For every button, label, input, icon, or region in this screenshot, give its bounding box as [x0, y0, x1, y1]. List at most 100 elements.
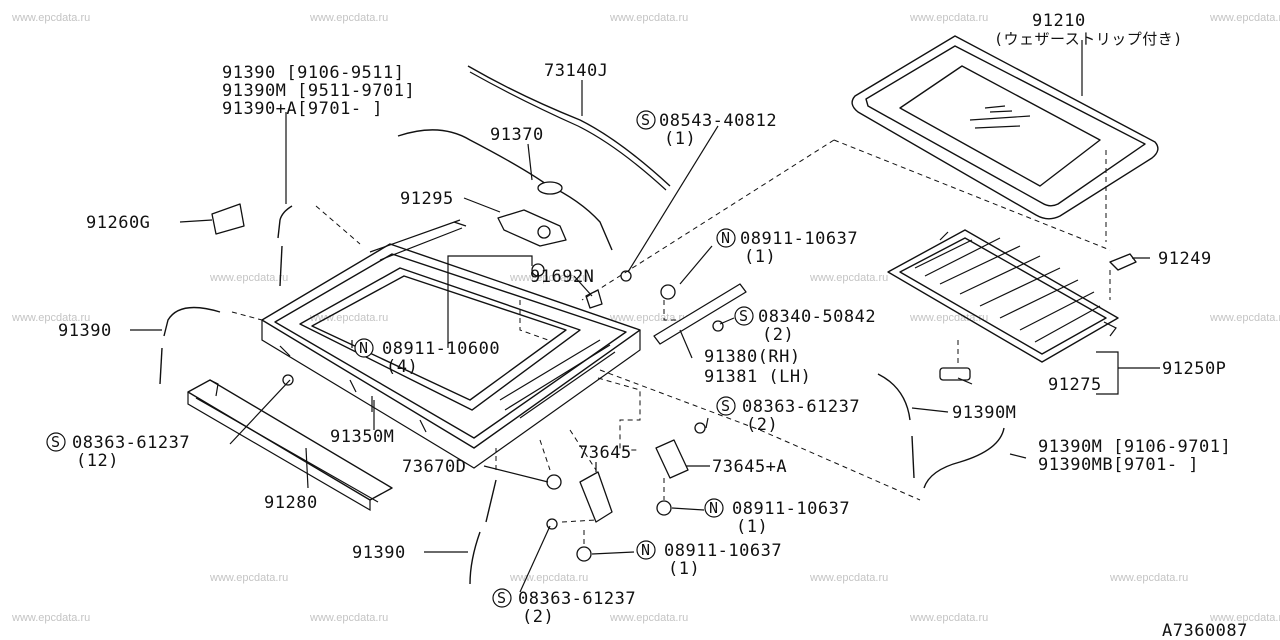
watermark: www.epcdata.ru — [609, 312, 688, 324]
nut-marker-icon — [704, 498, 724, 518]
screw-marker-icon — [492, 588, 512, 608]
watermark: www.epcdata.ru — [1209, 312, 1280, 324]
nut-marker-icon — [354, 338, 374, 358]
label-08363-c: 08363-61237 — [518, 589, 636, 609]
label-08363-b: 08363-61237 — [742, 397, 860, 417]
watermark: www.epcdata.ru — [309, 12, 388, 24]
rail-91280 — [187, 379, 393, 512]
glass-lid-91210 — [851, 35, 1159, 220]
guide-rail-91380 — [653, 283, 747, 345]
screw — [620, 270, 632, 282]
label-91390-a2: 91390M [9511-9701] — [222, 81, 415, 101]
label-91275: 91275 — [1048, 375, 1102, 395]
label-91249: 91249 — [1158, 249, 1212, 269]
watermarks: www.epcdata.ru www.epcdata.ru www.epcdat… — [11, 12, 1280, 624]
nut — [656, 500, 672, 516]
label-08911-d: 08911-10637 — [664, 541, 782, 561]
label-08911-c-qty: (1) — [736, 517, 768, 537]
label-08363-a: 08363-61237 — [72, 433, 190, 453]
label-91370: 91370 — [490, 125, 544, 145]
label-91390-b: 91390 — [58, 321, 112, 341]
part-labels: 91210 (ウェザーストリップ付き) 91390 [9106-9511] 91… — [46, 11, 1248, 640]
watermark: www.epcdata.ru — [11, 612, 90, 624]
label-91380: 91380(RH) — [704, 347, 801, 367]
nut-marker: N — [721, 229, 731, 247]
label-91390-c: 91390 — [352, 543, 406, 563]
label-08543-qty: (1) — [664, 129, 696, 149]
label-91260g — [211, 203, 245, 235]
watermark: www.epcdata.ru — [609, 12, 688, 24]
drain-hose — [163, 306, 221, 337]
watermark: www.epcdata.ru — [1109, 572, 1188, 584]
label-91210: 91210 — [1032, 11, 1086, 31]
drain-hose — [911, 435, 915, 479]
label-08543: 08543-40812 — [659, 111, 777, 131]
seal-73140j — [467, 65, 671, 187]
label-91295: 91295 — [400, 189, 454, 209]
screw — [546, 518, 558, 530]
clip-91249 — [1109, 253, 1137, 271]
label-08340-qty: (2) — [762, 325, 794, 345]
screw-marker: S — [739, 307, 749, 325]
drain-hose — [159, 347, 163, 385]
motor-91295 — [497, 209, 567, 247]
bracket-73645a — [655, 439, 689, 479]
label-08911-c: 08911-10637 — [732, 499, 850, 519]
watermark: www.epcdata.ru — [609, 612, 688, 624]
label-73670d: 73670D — [402, 457, 466, 477]
label-91260g: 91260G — [86, 213, 150, 233]
label-73140j: 73140J — [544, 61, 608, 81]
label-08363-a-qty: (12) — [76, 451, 119, 471]
label-08911-a: 08911-10637 — [740, 229, 858, 249]
watermark: www.epcdata.ru — [11, 312, 90, 324]
watermark: www.epcdata.ru — [509, 572, 588, 584]
screw-marker: S — [641, 111, 651, 129]
sunshade-handle-91275 — [939, 367, 971, 381]
watermark: www.epcdata.ru — [309, 612, 388, 624]
cable-91370 — [397, 129, 613, 251]
watermark: www.epcdata.ru — [909, 12, 988, 24]
screw-marker: S — [497, 589, 507, 607]
watermark: www.epcdata.ru — [209, 272, 288, 284]
label-91390-a1: 91390 [9106-9511] — [222, 63, 405, 83]
diagram-id: A7360087 — [1162, 621, 1248, 640]
label-73645a: 73645+A — [712, 457, 787, 477]
cable-cover — [537, 181, 563, 195]
label-91390-a3: 91390+A[9701- ] — [222, 99, 383, 119]
screw-marker-icon — [734, 306, 754, 326]
drain-hose — [279, 245, 283, 287]
label-91210-note: (ウェザーストリップ付き) — [994, 30, 1183, 48]
watermark: www.epcdata.ru — [509, 272, 588, 284]
sunshade-91250p — [887, 229, 1119, 363]
drain-hose — [485, 479, 497, 523]
nut-marker-icon — [636, 540, 656, 560]
drain-hose — [923, 427, 1005, 489]
nut-marker-icon — [716, 228, 736, 248]
label-73645: 73645 — [578, 443, 632, 463]
watermark: www.epcdata.ru — [1209, 12, 1280, 24]
label-91250p: 91250P — [1162, 359, 1226, 379]
leader-lines — [130, 80, 1160, 593]
drain-hose — [277, 205, 293, 239]
label-08363-c-qty: (2) — [522, 607, 554, 627]
nut — [531, 263, 545, 277]
nut — [576, 546, 592, 562]
label-91390m: 91390M — [952, 403, 1016, 423]
watermark: www.epcdata.ru — [809, 272, 888, 284]
label-91280: 91280 — [264, 493, 318, 513]
label-91390m-c1: 91390M [9106-9701] — [1038, 437, 1231, 457]
watermark: www.epcdata.ru — [909, 312, 988, 324]
screw-marker: S — [721, 397, 731, 415]
bracket-73645 — [579, 471, 613, 523]
drain-hose — [469, 531, 481, 585]
label-08340: 08340-50842 — [758, 307, 876, 327]
screw-marker-icon — [716, 396, 736, 416]
watermark: www.epcdata.ru — [309, 312, 388, 324]
label-08911-b-qty: (4) — [386, 357, 418, 377]
watermark: www.epcdata.ru — [809, 572, 888, 584]
label-91381: 91381 (LH) — [704, 367, 811, 387]
label-08911-d-qty: (1) — [668, 559, 700, 579]
label-08911-b: 08911-10600 — [382, 339, 500, 359]
drain-hose — [877, 373, 911, 421]
